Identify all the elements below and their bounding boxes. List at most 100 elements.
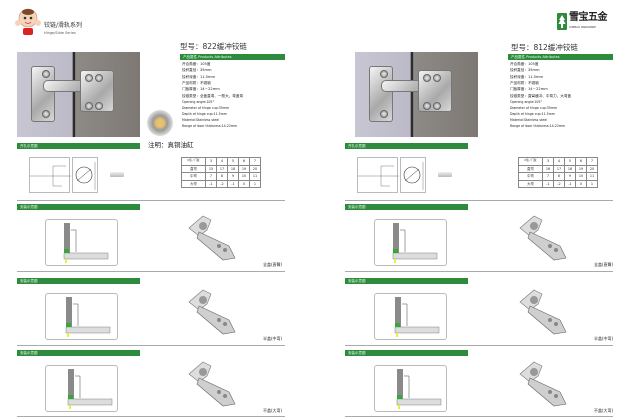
mount-type-caption: 半盖(中弯) (263, 336, 283, 341)
install-diagram-header: 安装示意图 (17, 278, 140, 284)
table-cell: 1 (586, 179, 598, 188)
table-cell: -1 (542, 179, 554, 188)
series-subtitle: Hinge/Slide Series (44, 31, 76, 35)
hinge-product-image (516, 214, 576, 264)
table-col-header: 3 (542, 157, 554, 166)
divider (345, 345, 613, 346)
drill-diagram-cup (400, 157, 426, 193)
drill-diagram-plan (29, 157, 71, 193)
spec-cn: 铰链类型：全盖直弯、一般大、弯盖弯 (182, 93, 244, 98)
hinge-product-image (185, 360, 245, 410)
table-row-label: 直弯 (181, 164, 206, 173)
spec-cn: 铰杯直径：35mm (182, 68, 212, 73)
mount-type-caption: 全盖(直臂) (594, 262, 614, 267)
spec-cn: 铰杯深度：11.5mm (510, 74, 543, 79)
mount-type-caption: 全盖(直臂) (263, 262, 283, 267)
table-cell: 11 (249, 172, 261, 181)
spec-cn: 开合角度：105度 (510, 62, 539, 66)
divider (17, 271, 285, 272)
table-cell: 10 (575, 172, 587, 181)
table-col-header: 4 (553, 157, 565, 166)
table-cell: 17 (553, 164, 565, 173)
attributes-header: 产品属性 Products Attributes (508, 54, 613, 60)
drill-diagram-header: 开孔示意图 (17, 143, 140, 149)
drill-diagram-header: 开孔示意图 (345, 143, 468, 149)
spec-en: Opening angle:105° (510, 100, 543, 104)
spec-cn: 产品材质：不锈钢 (510, 80, 539, 85)
install-diagram-header: 安装示意图 (345, 350, 468, 356)
spec-cn: 产品材质：不锈钢 (182, 80, 211, 85)
table-col-header: 7 (586, 157, 598, 166)
table-cell: 15 (205, 164, 217, 173)
table-cell: 0 (575, 179, 587, 188)
table-corner-cell: K值 / 门板 (518, 157, 543, 166)
drill-diagram-plan (357, 157, 399, 193)
screw-icon (42, 110, 50, 118)
spec-en: Range of door thickness:14-22mm (510, 124, 566, 128)
mount-type-caption: 不盖(大弯) (263, 408, 283, 413)
table-row-label: 中弯 (518, 172, 543, 181)
table-cell: -2 (216, 179, 228, 188)
model-title: 型号：822缓冲铰链 (180, 42, 247, 51)
table-row-label: 直弯 (518, 164, 543, 173)
screw-icon (85, 102, 93, 110)
divider (17, 200, 285, 201)
spec-en: Depth of hinge cup:11.5mm (182, 112, 227, 116)
table-cell: 19 (238, 164, 250, 173)
table-col-header: 7 (249, 157, 261, 166)
spec-cn: 铰杯深度：11.5mm (182, 74, 215, 79)
table-cell: 8 (216, 172, 228, 181)
spec-cn: 铰杯直径：35mm (510, 68, 540, 73)
spec-en: Range of door thickness:14-22mm (182, 124, 238, 128)
table-col-header: 6 (238, 157, 250, 166)
divider (345, 271, 613, 272)
table-cell: 8 (553, 172, 565, 181)
table-cell: 17 (216, 164, 228, 173)
hinge-product-image (516, 360, 576, 410)
screw-icon (380, 70, 388, 78)
table-cell: -2 (553, 179, 565, 188)
drill-diagram-cup (72, 157, 98, 193)
spec-en: Opening angle:105° (182, 100, 215, 104)
table-cell: 7 (205, 172, 217, 181)
catalog-page: 型号：822缓冲铰链产品属性 Products Attributes 开合角度：1… (0, 0, 316, 417)
table-row-label: 大弯 (181, 179, 206, 188)
screw-icon (95, 102, 103, 110)
spec-cn: 开合角度：105度 (182, 62, 211, 66)
table-cell: 9 (564, 172, 576, 181)
spec-cn: 门板厚度：14－22mm (510, 87, 548, 92)
table-col-header: 6 (575, 157, 587, 166)
drill-bit-image (110, 172, 124, 177)
divider (17, 345, 285, 346)
series-title: 铰链/滑轨系列 (44, 22, 83, 29)
table-col-header: 3 (205, 157, 217, 166)
table-cell: 16 (542, 164, 554, 173)
table-cell: -1 (227, 179, 239, 188)
table-cell: 18 (564, 164, 576, 173)
install-diagram-header: 安装示意图 (345, 204, 468, 210)
mount-type-caption: 不盖(大弯) (594, 408, 614, 413)
damper-detail-image (147, 110, 173, 136)
attributes-header: 产品属性 Products Attributes (180, 54, 285, 60)
screw-icon (423, 74, 431, 82)
screw-icon (433, 102, 441, 110)
spec-cn: 门板厚度：14－22mm (182, 87, 220, 92)
hinge-product-image (185, 288, 245, 338)
install-diagram (374, 293, 447, 340)
table-cell: 19 (575, 164, 587, 173)
install-diagram-header: 安装示意图 (345, 278, 468, 284)
spec-en: Diameter of hinge cup:35mm (182, 106, 230, 110)
spec-cn: 铰链类型：直臂缓冲、中弯力、大弯盖 (510, 93, 572, 98)
brand-name-en: XUEBAO HARDWARE (569, 26, 596, 29)
install-diagram (45, 365, 118, 412)
drill-bit-image (438, 172, 452, 177)
